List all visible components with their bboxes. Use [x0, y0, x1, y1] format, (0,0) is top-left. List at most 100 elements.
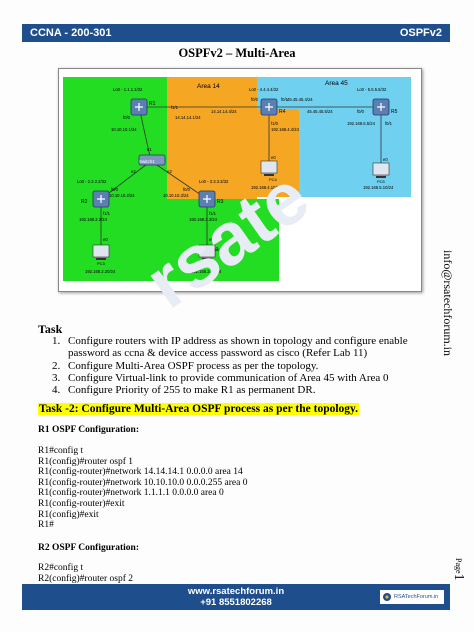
footer-logo: RSATechForum.in: [380, 590, 444, 604]
r4-lan: 192.168.4.4/24: [271, 127, 300, 132]
pc-5-label: PC5: [377, 179, 386, 184]
lo-r1: Lo0 - 1.1.1.1/32: [113, 87, 143, 92]
switch-label: Switch1: [139, 159, 155, 164]
task-text: Configure Priority of 255 to make R1 as …: [68, 384, 316, 397]
sw-e1: e1: [147, 147, 152, 152]
footer-website[interactable]: www.rsatechforum.in: [187, 586, 285, 597]
router-r5-label: R5: [391, 109, 398, 115]
config-line: R1(config)#exit: [38, 509, 99, 520]
pc4-ip: 192.168.4.10/24: [251, 185, 282, 190]
config-line: R2#config t: [38, 563, 84, 573]
r1-f00: f0/0: [123, 115, 131, 120]
router-r3-label: R3: [217, 199, 224, 205]
pc3-ip: 192.168.3.20/24: [191, 269, 222, 274]
lo-r2: Lo0 - 2.2.2.2/32: [77, 179, 107, 184]
pc5-e0: e0: [383, 157, 388, 162]
r1-lan: 10.10.10.1/24: [111, 127, 137, 132]
pc5-ip: 192.168.5.10/24: [363, 185, 394, 190]
config-line: R2(config)#router ospf 2: [38, 573, 133, 584]
router-r4-label: R4: [279, 109, 286, 115]
r3-f11: f1/1: [209, 211, 217, 216]
header-topic: OSPFv2: [399, 27, 442, 39]
pc2-e0: e0: [103, 237, 108, 242]
area-14-label: Area 14: [197, 83, 220, 90]
task-item: 3. Configure Virtual-link to provide comm…: [38, 372, 438, 384]
r2-lan-b: 192.168.2.2/24: [79, 217, 108, 222]
task2-heading: Task -2: Configure Multi-Area OSPF proce…: [38, 403, 360, 415]
r1-f11: f1/1: [171, 105, 179, 110]
area-45-label: Area 45: [325, 80, 348, 87]
r5-lan: 192.168.5.5/24: [347, 121, 376, 126]
page-number: Page1: [450, 558, 466, 592]
task-list: 1. Configure routers with IP address as s…: [38, 335, 438, 396]
task-text: Configure routers with IP address as sho…: [68, 335, 408, 360]
task-text: Configure Virtual-link to provide commun…: [68, 371, 389, 384]
r2-lan-a: 10.10.10.2/24: [109, 193, 135, 198]
task-heading: Task: [38, 322, 63, 336]
config-line: R1(config-router)#network 1.1.1.1 0.0.0.…: [38, 488, 224, 499]
net-14-r4: 14.14.14.4/24: [211, 109, 237, 114]
router-r2-label: R2: [81, 199, 88, 205]
side-email: info@rsatechforum.in: [440, 250, 460, 510]
task-number: 1.: [52, 335, 61, 347]
router-r3[interactable]: R3: [198, 190, 224, 208]
pc-4[interactable]: PC4: [260, 160, 278, 182]
r2-config-block: R2#config t R2(config)#router ospf 2: [38, 563, 133, 584]
config-line: R1(config-router)#network 10.10.10.0 0.0…: [38, 477, 248, 488]
config-line: R1(config)#router ospf 1: [38, 456, 133, 467]
pc-5[interactable]: PC5: [372, 162, 390, 184]
router-r1[interactable]: R1: [130, 98, 156, 116]
lo-r3: Lo0 - 3.3.3.3/32: [199, 179, 229, 184]
sw-e2: e2: [131, 169, 136, 174]
r4-f10: f1/0: [271, 121, 279, 126]
router-r5[interactable]: R5: [372, 98, 398, 116]
router-r2[interactable]: R2: [81, 190, 110, 208]
page-title: OSPFv2 – Multi-Area: [178, 46, 296, 60]
switch-sw1[interactable]: Switch1: [138, 154, 166, 166]
logo-icon: [383, 593, 391, 601]
config-line: R1(config-router)#exit: [38, 498, 125, 509]
topology-diagram: Area 14 Area 45 Area 0 R1: [58, 68, 422, 292]
side-email-text: info@rsatechforum.in: [441, 250, 455, 357]
task-item: 4. Configure Priority of 255 to make R1 a…: [38, 384, 438, 396]
router-r4[interactable]: R4: [260, 98, 286, 116]
config-line: R1#config t: [38, 446, 84, 456]
page-label: Page: [454, 558, 463, 574]
net-14-r1: 14.14.14.1/24: [175, 115, 201, 120]
task-item: 2.Configure Multi-Area OSPF process as p…: [38, 360, 438, 372]
header-course: CCNA - 200-301: [30, 27, 112, 39]
lo-r5: Lo0 - 5.5.5.5/32: [357, 87, 387, 92]
r2-f00: f0/0: [111, 187, 119, 192]
net-45b: 45.45.45.5/24: [307, 109, 333, 114]
pc3-e0: e0: [209, 237, 214, 242]
r5-f00: f0/0: [357, 109, 365, 114]
task-text: Configure Multi-Area OSPF process as per…: [68, 359, 319, 372]
r1-config-block: R1#config t R1(config)#router ospf 1 R1(…: [38, 446, 247, 531]
logo-text: RSATechForum.in: [394, 594, 439, 600]
pc-4-label: PC4: [269, 177, 278, 182]
r4-f01: f0/1: [281, 97, 289, 102]
r3-lan-b: 192.168.3.3/24: [189, 217, 218, 222]
r1-config-heading: R1 OSPF Configuration:: [38, 425, 139, 435]
router-r1-label: R1: [149, 101, 156, 107]
net-45a: 45.45.45.4/24: [287, 97, 313, 102]
config-line: R1(config-router)#network 14.14.14.1 0.0…: [38, 467, 243, 478]
pc-2[interactable]: PC3: [92, 244, 110, 266]
task-number: 3.: [52, 371, 61, 384]
pc-3[interactable]: PC3: [198, 244, 216, 266]
r3-lan-a: 10.10.10.3/24: [163, 193, 189, 198]
task-number: 4.: [52, 384, 61, 397]
area-r4-zone: [257, 109, 299, 197]
r2-f11: f1/1: [103, 211, 111, 216]
pc-3-label: PC3: [203, 261, 212, 266]
task-item: 1. Configure routers with IP address as s…: [38, 335, 438, 360]
page-number-value: 1: [451, 573, 466, 581]
sw-e3: e3: [167, 169, 172, 174]
footer-phone: +91 8551802268: [200, 597, 272, 608]
config-line: R1#: [38, 520, 54, 531]
page-header: CCNA - 200-301 OSPFv2: [22, 24, 450, 42]
r2-config-heading: R2 OSPF Configuration:: [38, 543, 139, 553]
r5-f01: f0/1: [385, 121, 393, 126]
r3-f00: f0/0: [183, 187, 191, 192]
